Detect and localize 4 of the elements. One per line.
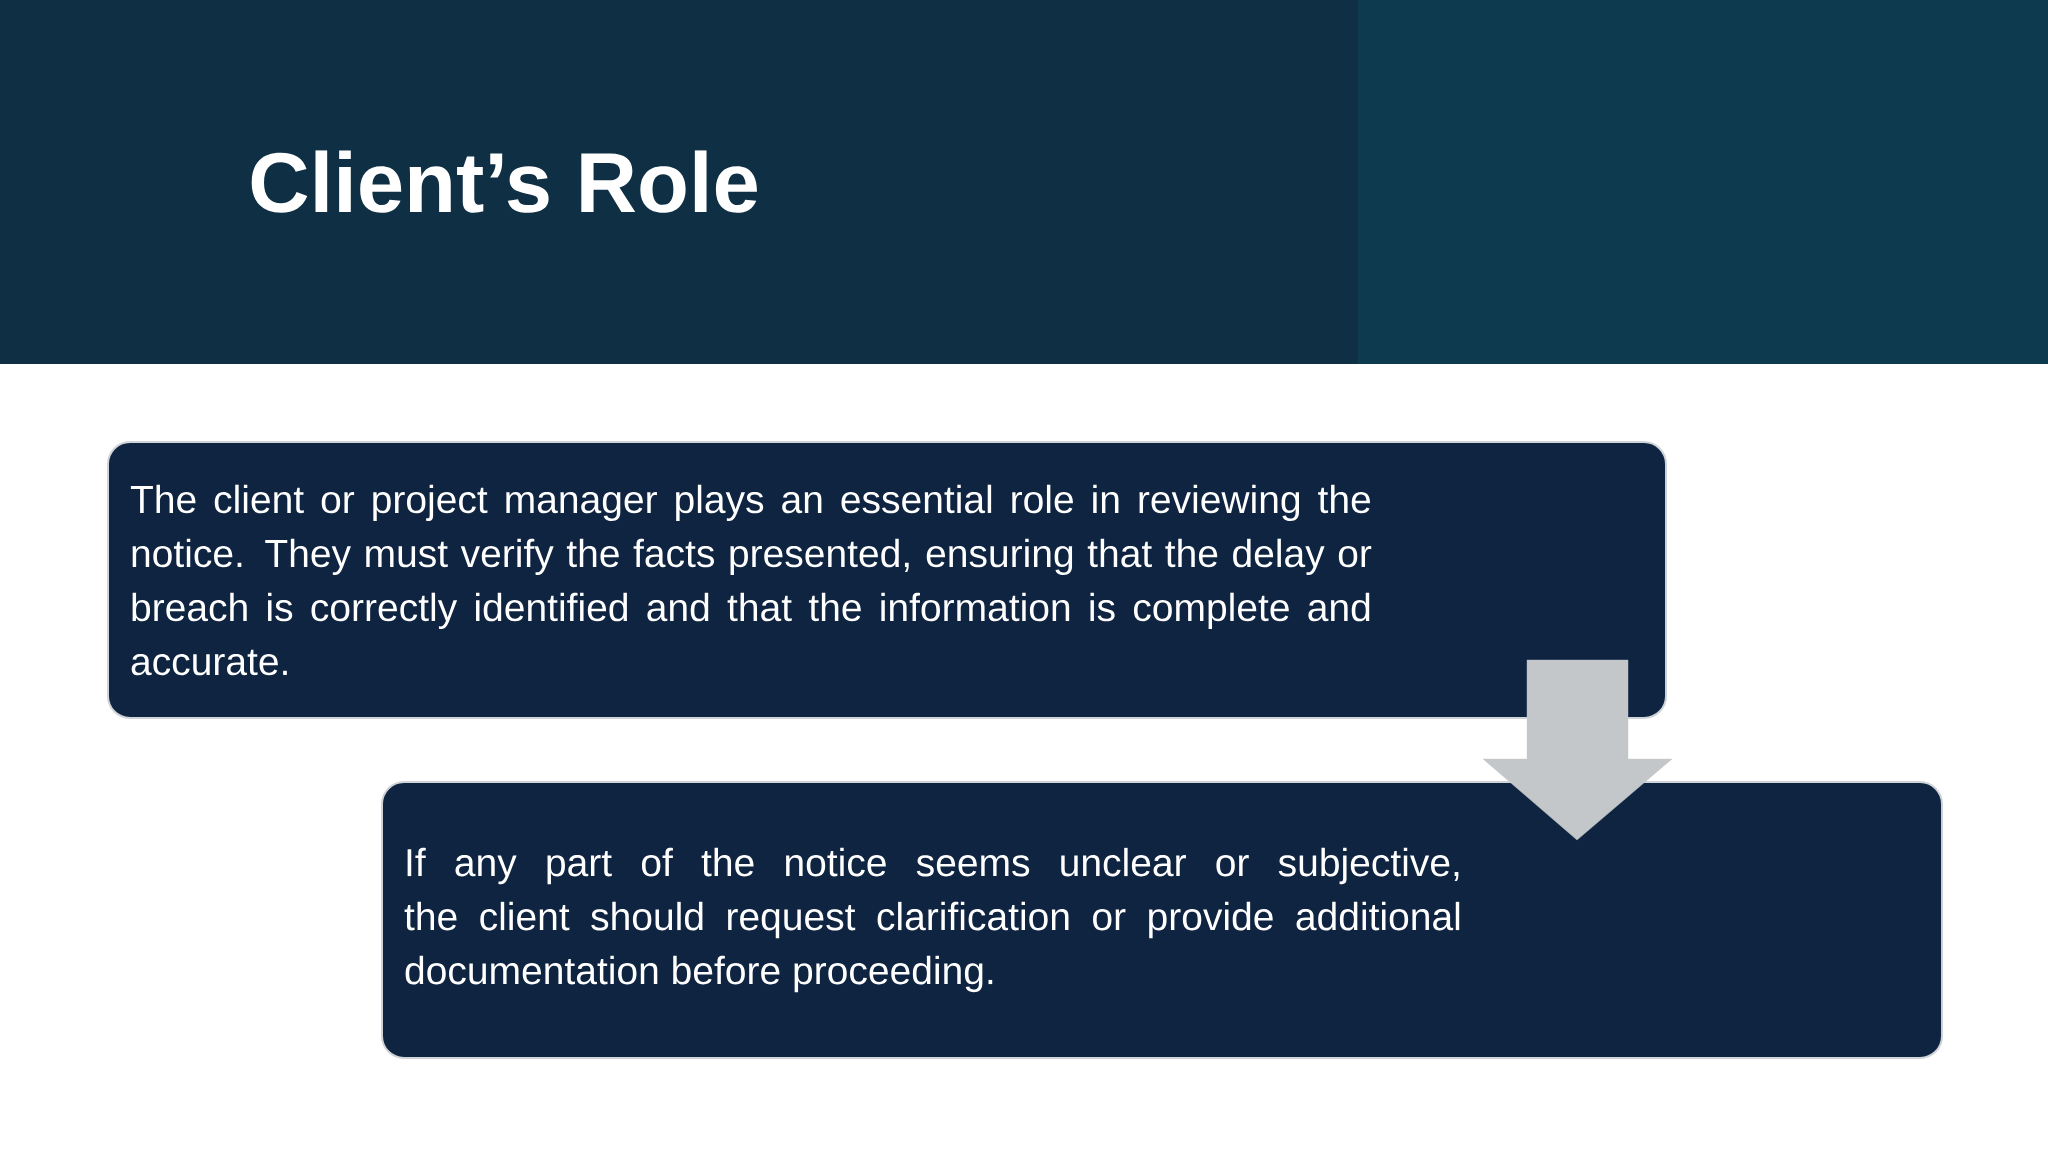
title: Client’s Role	[251, 150, 757, 213]
down-arrow	[1482, 659, 1673, 841]
text-box: The client or project manager plays an essential role in reviewing the notice. They must verify the facts presented, ensuring that the delay or breach is correctly identified and that the information is complete and accurate.	[107, 441, 1667, 719]
text-box: If any part of the notice seems unclear or subjective, the client should request clarification or provide additional documentation before proceeding.	[381, 781, 1943, 1059]
